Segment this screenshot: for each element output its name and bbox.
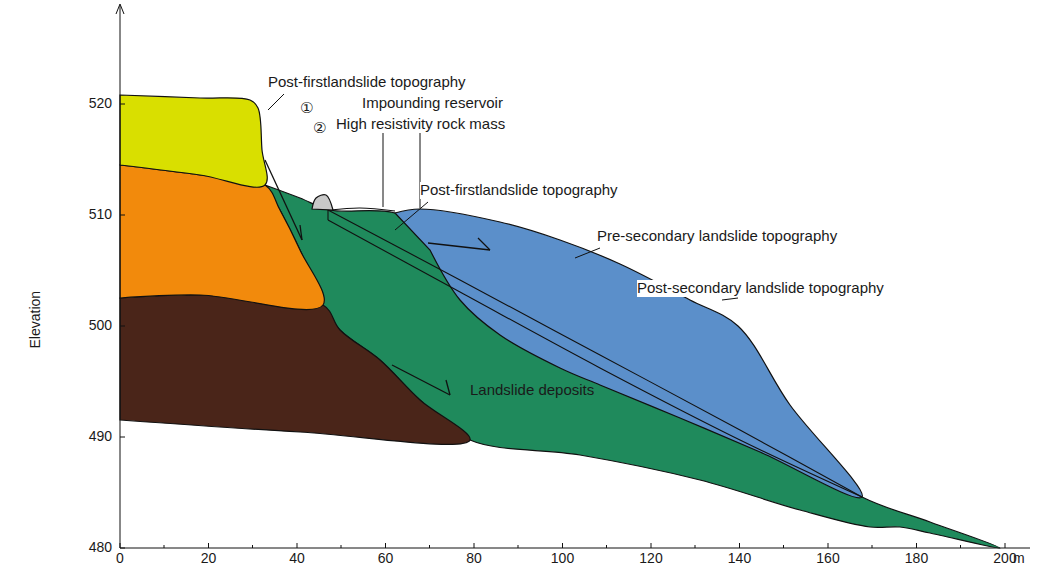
- slip-arrow: [478, 238, 490, 250]
- tick: [474, 543, 475, 548]
- axis-title: Elevation: [28, 291, 43, 349]
- y-axis: [120, 6, 121, 548]
- tick-label: 0: [116, 551, 124, 566]
- tick: [297, 543, 298, 548]
- rock-mass: [312, 195, 333, 210]
- slip-arrow: [300, 225, 302, 240]
- leader-line: [575, 248, 600, 258]
- minor-tick: [960, 545, 961, 548]
- minor-tick: [783, 545, 784, 548]
- minor-tick: [252, 545, 253, 548]
- tick: [651, 543, 652, 548]
- tick-label: 80: [466, 551, 482, 566]
- slip-arrow: [446, 380, 450, 395]
- tick: [208, 543, 209, 548]
- slip-arrow: [392, 365, 450, 395]
- tick-label: 480: [89, 540, 112, 555]
- annotation-label: Post-firstlandslide topography: [420, 182, 618, 199]
- tick-label: 490: [89, 429, 112, 444]
- annotation-label: High resistivity rock mass: [336, 116, 505, 133]
- tick-label: 100: [551, 551, 574, 566]
- annotation-label: Pre-secondary landslide topography: [597, 228, 837, 245]
- middle-layer: [120, 165, 324, 310]
- topography-line: [330, 208, 395, 211]
- tick: [916, 543, 917, 548]
- band-line: [328, 210, 862, 497]
- callout-number: ①: [300, 100, 313, 117]
- tick: [562, 543, 563, 548]
- tick: [828, 543, 829, 548]
- annotation-label: Post-firstlandslide topography: [268, 74, 466, 91]
- tick-label: 60: [378, 551, 394, 566]
- minor-tick: [164, 545, 165, 548]
- secondary-landslide-mass: [395, 209, 862, 498]
- tick: [739, 543, 740, 548]
- axis-arrow: [116, 4, 124, 14]
- callout-number: ②: [313, 120, 326, 137]
- tick-label: 20: [201, 551, 217, 566]
- tick: [1005, 543, 1006, 548]
- annotation-label: Landslide deposits: [470, 382, 594, 399]
- tick-label: 140: [728, 551, 751, 566]
- axis-unit: m: [1013, 551, 1025, 566]
- tick-label: 180: [905, 551, 928, 566]
- slip-arrow: [265, 160, 302, 240]
- tick: [120, 543, 121, 548]
- tick-label: 120: [639, 551, 662, 566]
- minor-tick: [341, 545, 342, 548]
- minor-tick: [606, 545, 607, 548]
- upper-layer: [120, 95, 267, 187]
- tick-label: 160: [816, 551, 839, 566]
- minor-tick: [872, 545, 873, 548]
- tick-label: 510: [89, 207, 112, 222]
- tick-label: 520: [89, 96, 112, 111]
- minor-tick: [429, 545, 430, 548]
- slip-arrow: [428, 243, 490, 250]
- annotation-label: Post-secondary landslide topography: [637, 280, 884, 297]
- tick: [120, 326, 125, 327]
- tick: [120, 437, 125, 438]
- tick: [120, 548, 125, 549]
- tick: [385, 543, 386, 548]
- minor-tick: [518, 545, 519, 548]
- tick: [120, 215, 125, 216]
- leader-line: [395, 202, 428, 230]
- x-axis: [120, 548, 1030, 549]
- band-line: [328, 220, 862, 497]
- band-edge: [327, 210, 328, 220]
- tick-label: 40: [289, 551, 305, 566]
- bedrock-layer: [120, 295, 470, 445]
- tick-label: 500: [89, 318, 112, 333]
- leader-line: [268, 94, 284, 110]
- tick: [120, 104, 125, 105]
- leader-line: [722, 298, 738, 300]
- annotation-label: Impounding reservoir: [362, 95, 503, 112]
- minor-tick: [695, 545, 696, 548]
